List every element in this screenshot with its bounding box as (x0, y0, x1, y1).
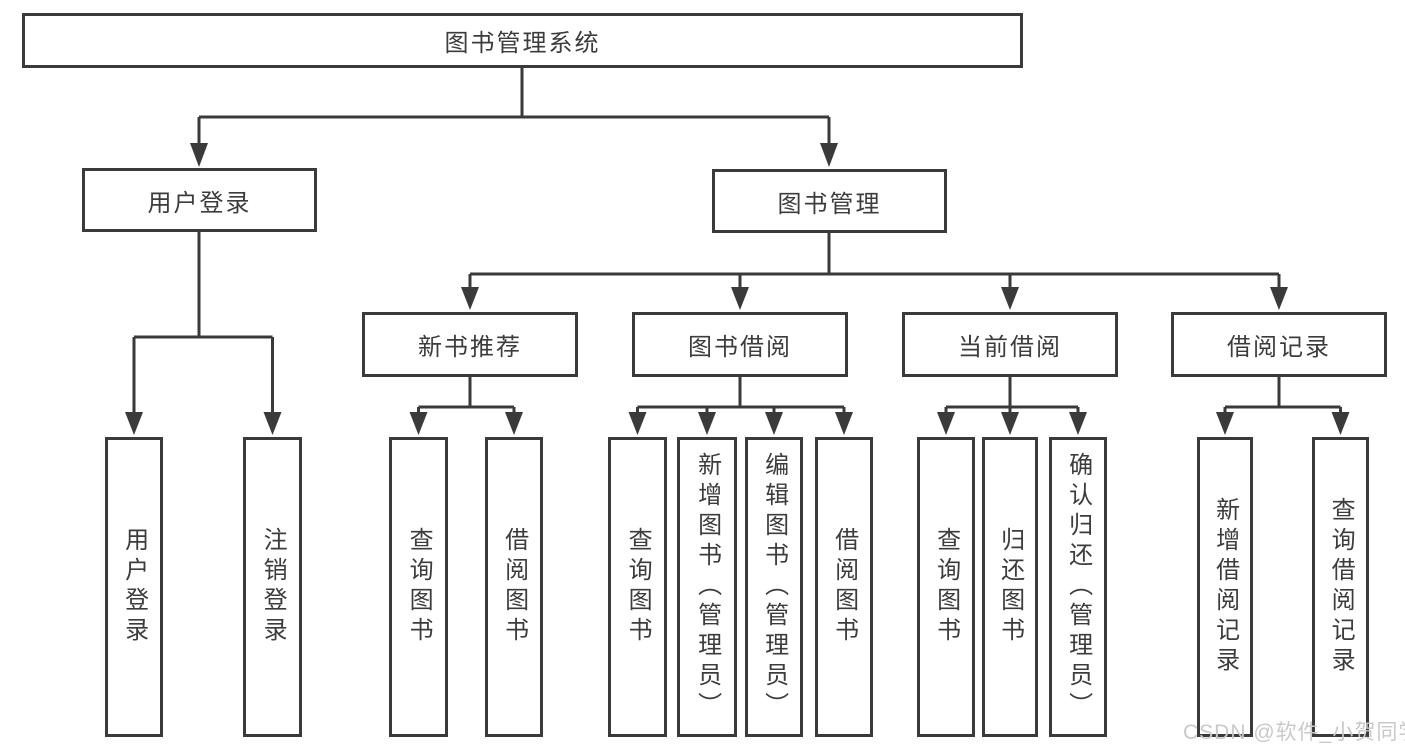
node-label: 查询借阅记录 (1327, 497, 1355, 677)
node-label: 图书管理 (777, 190, 882, 218)
leaf-user-login: 用户登录 (105, 437, 163, 737)
node-label: 查询图书 (405, 527, 433, 647)
node-current-borrowing: 当前借阅 (902, 312, 1118, 377)
node-label: 新书推荐 (418, 334, 522, 361)
node-label: 注销登录 (259, 527, 287, 647)
node-label: 图书管理系统 (444, 30, 601, 57)
node-label: 编辑图书（管理员） (760, 452, 788, 722)
node-label: 确认归还（管理员） (1064, 452, 1092, 722)
node-label: 查询图书 (932, 527, 960, 647)
node-new-book-recommendation: 新书推荐 (362, 312, 578, 377)
csdn-watermark: CSDN @软件_小贺同学 (1183, 721, 1405, 744)
leaf-current-query-books: 查询图书 (917, 437, 975, 737)
leaf-return-books: 归还图书 (982, 437, 1038, 737)
node-label: 用户登录 (120, 527, 148, 647)
node-library-management-system: 图书管理系统 (22, 13, 1023, 68)
leaf-borrowing-borrow-books: 借阅图书 (815, 437, 873, 737)
node-user-login: 用户登录 (82, 168, 317, 232)
node-label: 查询图书 (624, 527, 652, 647)
leaf-confirm-return-admin: 确认归还（管理员） (1049, 437, 1107, 737)
node-book-management: 图书管理 (712, 169, 947, 233)
node-label: 图书借阅 (688, 334, 792, 361)
node-label: 新增借阅记录 (1211, 497, 1239, 677)
leaf-add-borrow-record: 新增借阅记录 (1197, 437, 1253, 737)
node-label: 借阅记录 (1227, 334, 1331, 361)
node-label: 借阅图书 (830, 527, 858, 647)
node-label: 借阅图书 (500, 527, 528, 647)
leaf-query-borrow-record: 查询借阅记录 (1312, 437, 1369, 737)
node-label: 新增图书（管理员） (693, 452, 721, 722)
node-label: 当前借阅 (958, 334, 1062, 361)
leaf-recommend-borrow-books: 借阅图书 (485, 437, 543, 737)
node-borrowing-records: 借阅记录 (1171, 312, 1387, 377)
leaf-add-books-admin: 新增图书（管理员） (677, 437, 737, 737)
node-label: 归还图书 (996, 527, 1024, 647)
leaf-edit-books-admin: 编辑图书（管理员） (745, 437, 803, 737)
leaf-borrowing-query-books: 查询图书 (608, 437, 667, 737)
leaf-logout: 注销登录 (243, 437, 302, 737)
node-book-borrowing: 图书借阅 (632, 312, 848, 377)
leaf-recommend-query-books: 查询图书 (389, 437, 448, 737)
node-label: 用户登录 (147, 189, 252, 217)
